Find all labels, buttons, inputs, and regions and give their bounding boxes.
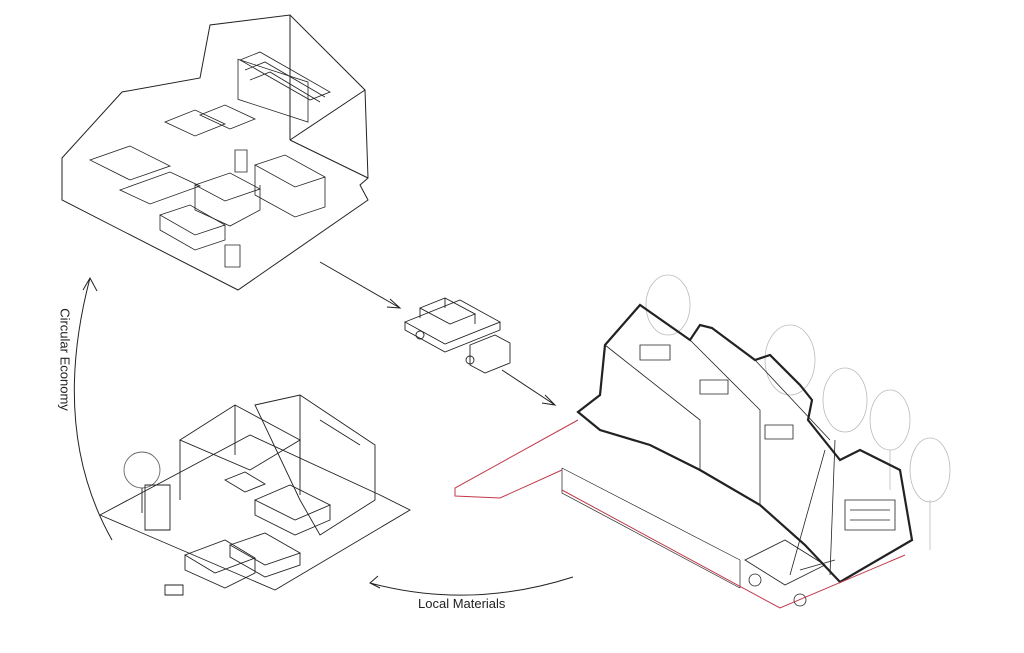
warehouse-illustration bbox=[61, 14, 369, 291]
arrow-warehouse-to-truck bbox=[319, 261, 402, 309]
arrow-truck-to-houses bbox=[501, 369, 557, 406]
terraced-houses-illustration bbox=[454, 274, 951, 609]
materials-yard-illustration bbox=[98, 394, 411, 596]
circular-economy-label: Circular Economy bbox=[57, 308, 73, 411]
local-materials-arrow bbox=[369, 575, 574, 596]
local-materials-label: Local Materials bbox=[418, 596, 506, 611]
site-boundary bbox=[454, 419, 906, 609]
delivery-truck-illustration bbox=[403, 297, 511, 374]
circular-economy-arrow bbox=[73, 276, 113, 541]
